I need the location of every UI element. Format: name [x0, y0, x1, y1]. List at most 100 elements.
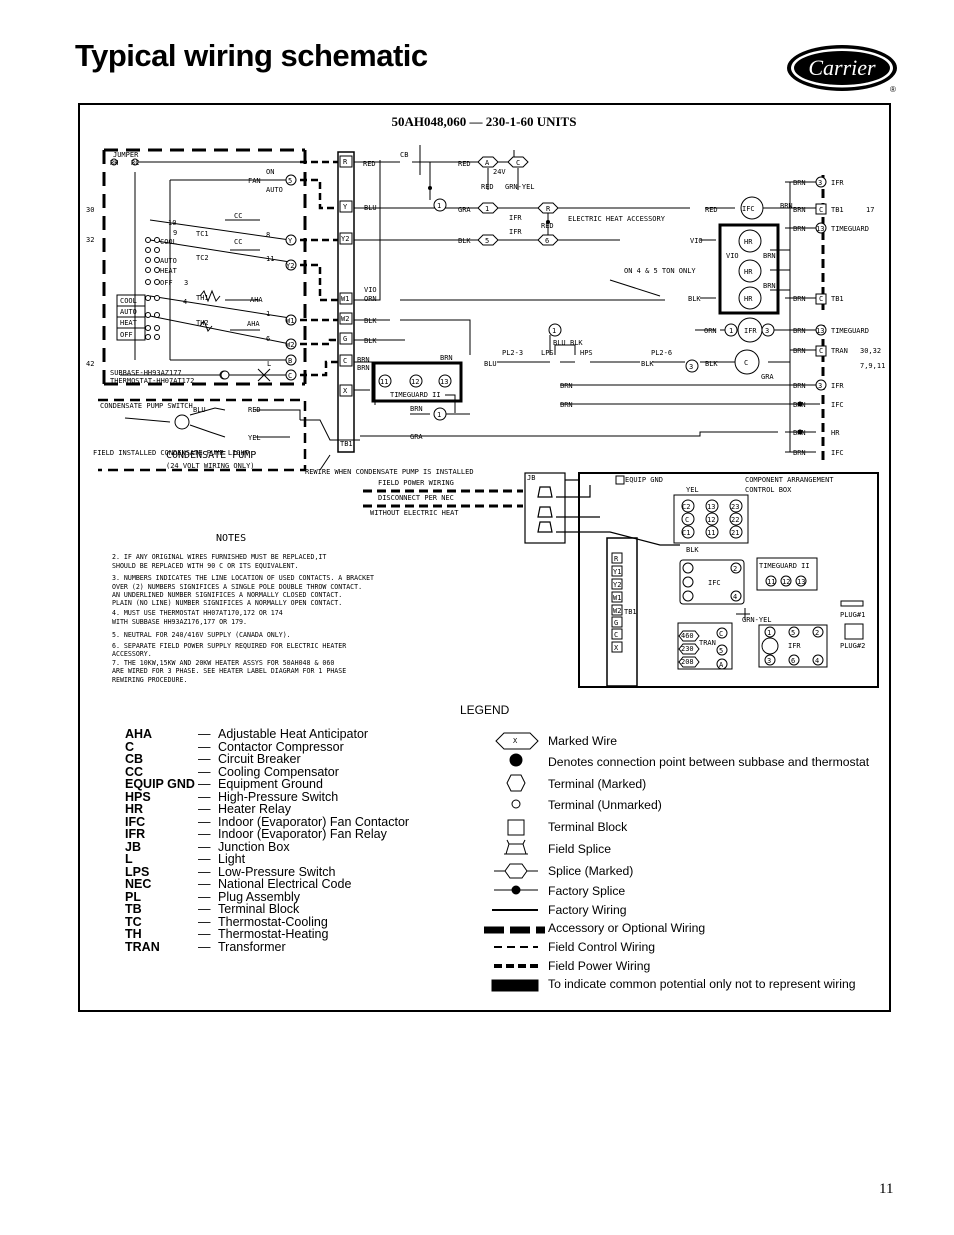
svg-text:VIO: VIO	[690, 237, 703, 245]
svg-text:YEL: YEL	[248, 434, 261, 442]
svg-text:BLK: BLK	[364, 317, 377, 325]
svg-text:11: 11	[380, 378, 388, 386]
svg-text:C: C	[819, 347, 823, 355]
svg-text:HPS: HPS	[580, 349, 593, 357]
svg-text:32: 32	[86, 236, 94, 244]
list-item: TC—Thermostat-Cooling	[125, 914, 328, 929]
svg-text:W2: W2	[286, 341, 294, 349]
svg-text:AUTO: AUTO	[266, 186, 283, 194]
list-item: PL—Plug Assembly	[125, 889, 300, 904]
svg-text:CC: CC	[234, 212, 242, 220]
list-item: TB—Terminal Block	[125, 902, 300, 916]
svg-text:BRN: BRN	[763, 252, 776, 260]
common-potential-symbol	[491, 979, 539, 992]
svg-text:FAN: FAN	[248, 177, 261, 185]
svg-text:REWIRING PROCEDURE.: REWIRING PROCEDURE.	[112, 676, 187, 684]
svg-text:R: R	[546, 205, 551, 213]
svg-text:X: X	[513, 737, 518, 745]
svg-text:Y: Y	[288, 237, 293, 245]
svg-text:RH: RH	[110, 159, 118, 167]
svg-text:PLAIN (NO LINE) NUMBER SIGNIFI: PLAIN (NO LINE) NUMBER SIGNIFICES A NORM…	[112, 599, 342, 607]
svg-text:5. NEUTRAL FOR 240/416V SUPPLY: 5. NEUTRAL FOR 240/416V SUPPLY (CANADA O…	[112, 631, 291, 639]
list-item: IFC—Indoor (Evaporator) Fan Contactor	[125, 814, 410, 829]
svg-text:W2: W2	[341, 315, 349, 323]
svg-text:11: 11	[707, 529, 715, 537]
legend-title: LEGEND	[460, 703, 510, 717]
list-item: NEC—National Electrical Code	[125, 877, 352, 891]
thermostat-enclosure	[102, 148, 307, 386]
svg-text:GRA: GRA	[761, 373, 774, 381]
svg-text:C2: C2	[682, 503, 690, 511]
legend-item-field-power-wiring: Field Power Wiring	[548, 959, 651, 973]
svg-text:B: B	[288, 357, 292, 365]
svg-text:CC: CC	[234, 238, 242, 246]
terminal-block-symbol	[507, 819, 525, 836]
svg-text:IFR: IFR	[831, 179, 844, 187]
svg-text:PL2-6: PL2-6	[651, 349, 672, 357]
list-item: EQUIP GND—Equipment Ground	[125, 777, 323, 791]
svg-text:1: 1	[767, 629, 771, 637]
svg-text:GRA: GRA	[410, 433, 423, 441]
svg-text:BLK: BLK	[458, 237, 471, 245]
field-splice-symbol	[504, 839, 528, 855]
legend-item-terminal-unmarked: Terminal (Unmarked)	[548, 798, 662, 812]
svg-text:AUTO: AUTO	[120, 308, 137, 316]
svg-text:BLU: BLU	[193, 406, 206, 414]
svg-text:GRN-YEL: GRN-YEL	[505, 183, 535, 191]
svg-text:G: G	[614, 619, 618, 627]
svg-text:Y2: Y2	[286, 262, 294, 270]
svg-text:1: 1	[485, 205, 489, 213]
svg-text:12: 12	[782, 578, 790, 586]
svg-text:RED: RED	[481, 183, 494, 191]
svg-text:HEAT: HEAT	[160, 267, 178, 275]
svg-text:2. IF ANY ORIGINAL WIRES FURNI: 2. IF ANY ORIGINAL WIRES FURNISHED MUST …	[112, 553, 326, 561]
svg-text:GRN-YEL: GRN-YEL	[742, 616, 772, 624]
legend-item-accessory-wiring: Accessory or Optional Wiring	[548, 921, 706, 935]
svg-text:®: ®	[890, 85, 896, 94]
svg-text:C: C	[819, 206, 823, 214]
svg-text:1: 1	[729, 327, 733, 335]
svg-text:BLU: BLU	[364, 204, 377, 212]
list-item: JB—Junction Box	[125, 839, 290, 854]
svg-text:BLK: BLK	[364, 337, 377, 345]
legend-item-connection-dot: Denotes connection point between subbase…	[548, 755, 870, 769]
svg-text:24V: 24V	[493, 168, 506, 176]
svg-text:HR: HR	[744, 295, 753, 303]
svg-text:3: 3	[767, 657, 771, 665]
svg-text:6. SEPARATE FIELD POWER SUPPLY: 6. SEPARATE FIELD POWER SUPPLY REQUIRED …	[112, 642, 346, 650]
svg-text:C: C	[343, 357, 347, 365]
svg-text:7. THE 10KW,15KW AND 20KW HEAT: 7. THE 10KW,15KW AND 20KW HEATER ASSYS F…	[112, 659, 334, 667]
terminal-block-tb1: R Y Y2 W1 W2 G C X TB1	[337, 151, 355, 453]
svg-text:BRN: BRN	[793, 206, 806, 214]
svg-text:230: 230	[681, 645, 694, 653]
svg-text:BRN: BRN	[793, 449, 806, 457]
list-item: IFR—Indoor (Evaporator) Fan Relay	[125, 827, 387, 841]
svg-text:C: C	[614, 631, 618, 639]
svg-text:IFR: IFR	[509, 228, 522, 236]
svg-text:COOL: COOL	[120, 297, 137, 305]
svg-text:AN UNDERLINED NUMBER SIGNIFICE: AN UNDERLINED NUMBER SIGNIFICES A NORMAL…	[112, 591, 342, 599]
svg-text:OFF: OFF	[120, 331, 133, 339]
svg-text:CONTROL BOX: CONTROL BOX	[745, 486, 792, 494]
svg-text:FIELD INSTALLED CONDENSATE PUM: FIELD INSTALLED CONDENSATE PUMP LIGHT	[93, 449, 250, 457]
svg-text:5: 5	[719, 647, 723, 655]
svg-text:30: 30	[86, 206, 94, 214]
svg-text:TB1: TB1	[831, 206, 844, 214]
svg-text:R: R	[614, 555, 619, 563]
svg-text:42: 42	[86, 360, 94, 368]
svg-text:X: X	[614, 644, 619, 652]
legend-item-terminal-marked: Terminal (Marked)	[548, 777, 647, 791]
svg-text:12: 12	[707, 516, 715, 524]
svg-text:7,9,11: 7,9,11	[860, 362, 885, 370]
svg-text:JUMPER: JUMPER	[113, 151, 139, 159]
svg-text:6: 6	[545, 237, 549, 245]
svg-text:460: 460	[681, 632, 694, 640]
connection-dot-symbol	[509, 753, 523, 767]
svg-text:Carrier: Carrier	[808, 55, 876, 80]
terminal-unmarked-symbol	[511, 799, 521, 809]
svg-text:22: 22	[731, 516, 739, 524]
svg-text:17: 17	[866, 206, 874, 214]
svg-text:WITH SUBBASE HH93AZ176,177 OR: WITH SUBBASE HH93AZ176,177 OR 179.	[112, 618, 247, 626]
abbreviation-list: AHA—Adjustable Heat Anticipator C—Contac…	[125, 728, 409, 953]
